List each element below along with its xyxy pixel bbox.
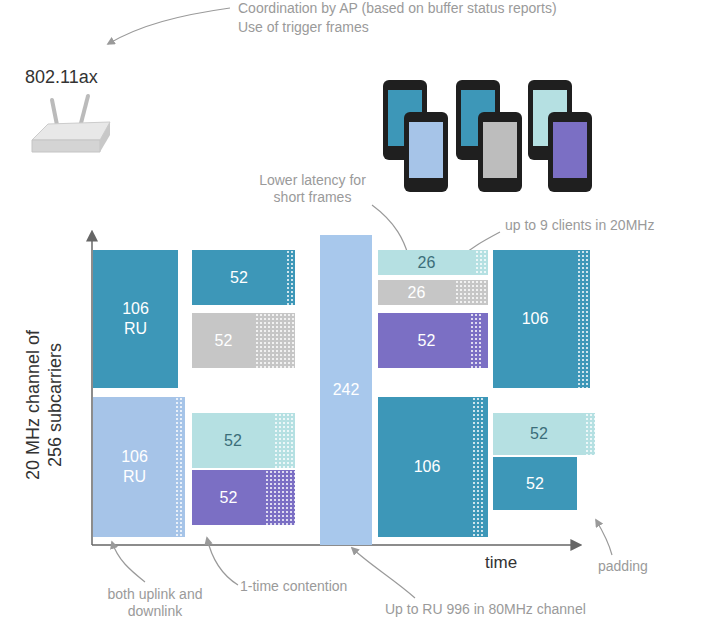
resource-unit: 106 [493,250,590,388]
ru-size: 242 [333,380,360,400]
annotation: Use of trigger frames [238,19,369,36]
padding-stripe [475,250,488,275]
padding-stripe [455,280,488,305]
annotation: 1-time contention [240,578,347,595]
padding-stripe [585,413,595,455]
padding-stripe [175,397,184,537]
annotation: Up to RU 996 in 80MHz channel [385,601,586,618]
ru-size: 106 [414,457,441,477]
padding-stripe [265,470,295,525]
resource-unit: 106 RU [93,397,185,537]
axis-label: time [485,553,517,573]
router-icon [32,96,110,152]
annotation: 802.11ax [25,66,98,88]
annotation: padding [598,558,648,575]
resource-unit: 106 [378,397,488,537]
ru-size: 106 RU [116,299,156,339]
resource-unit: 52 [378,313,488,368]
ru-size: 52 [215,331,233,351]
resource-unit: 52 [493,413,595,455]
ru-size: 26 [418,253,436,273]
ru-size: 52 [220,488,238,508]
padding-stripe [286,250,295,305]
annotation: both uplink and downlink [100,586,210,620]
resource-unit: 52 [493,457,577,510]
ru-size: 52 [224,431,242,451]
annotation: up to 9 clients in 20MHz [505,217,654,234]
ru-size: 52 [526,474,544,494]
phone-icons [383,80,592,192]
padding-stripe [255,313,295,368]
resource-unit: 26 [378,250,488,275]
padding-stripe [274,413,295,468]
ru-size: 52 [230,268,248,288]
resource-unit: 52 [192,413,295,468]
leader-lines [108,8,612,598]
padding-stripe [472,397,484,537]
ru-size: 26 [408,283,426,303]
resource-unit: 52 [192,470,295,525]
padding-stripe [470,313,483,368]
padding-stripe [577,250,590,388]
resource-unit: 242 [320,235,372,545]
resource-unit: 52 [192,250,295,305]
ru-size: 106 RU [115,447,155,487]
ru-size: 52 [530,424,548,444]
annotation: Coordination by AP (based on buffer stat… [238,0,557,17]
resource-unit: 26 [378,280,488,305]
ru-size: 52 [418,331,436,351]
axis-label: 20 MHz channel of 256 subcarriers [22,325,66,485]
resource-unit: 106 RU [93,250,178,388]
resource-unit: 52 [192,313,295,368]
annotation: Lower latency for short frames [250,172,375,206]
ru-size: 106 [522,309,549,329]
